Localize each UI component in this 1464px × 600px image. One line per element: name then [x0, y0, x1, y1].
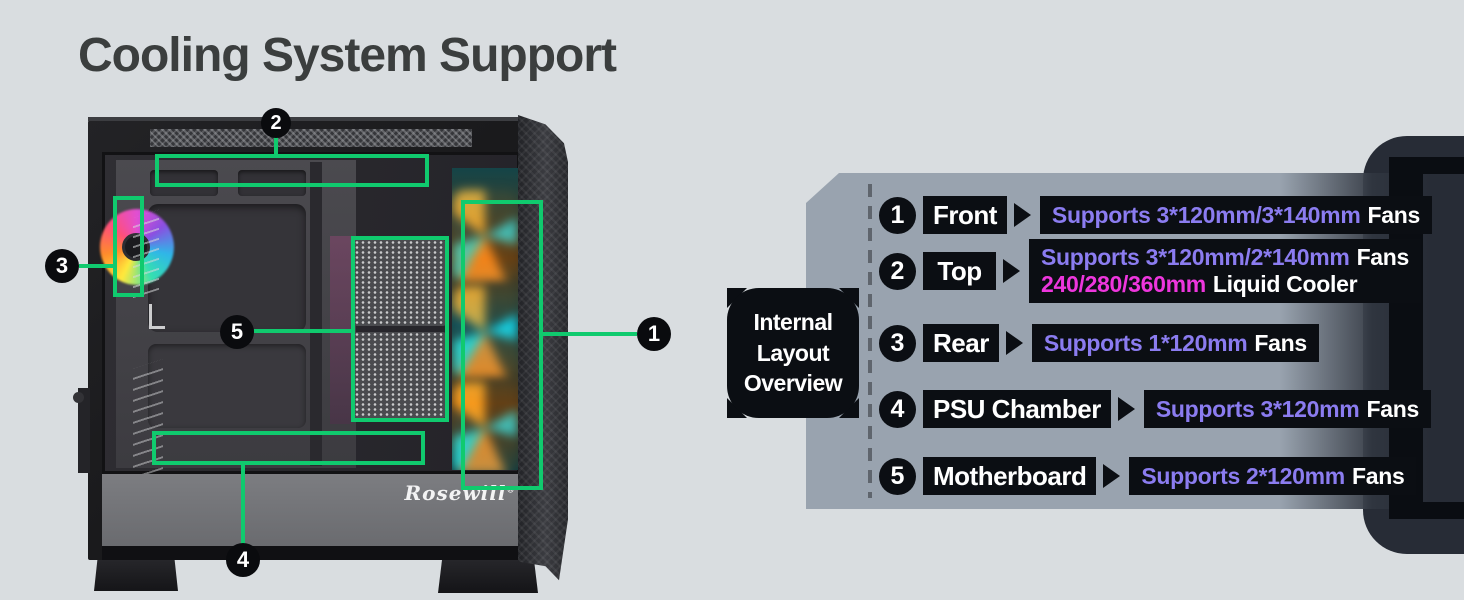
case-foot	[438, 560, 538, 593]
callout-line-front	[543, 332, 637, 336]
arrow-right-icon	[1103, 464, 1121, 488]
diagram-badge-4: 4	[226, 543, 260, 577]
arrow-right-icon	[1003, 259, 1020, 283]
internal-layout-overview-label: Internal Layout Overview	[727, 288, 859, 418]
fan-spec: Supports 3*120mm/2*140mm	[1041, 244, 1350, 270]
row-value: Supports 3*120mm/3*140mm Fans	[1039, 196, 1432, 234]
page-title: Cooling System Support	[78, 29, 617, 82]
diagram-badge-3: 3	[45, 249, 79, 283]
psu-chamber-vent	[354, 332, 446, 418]
fan-spec: Supports 3*120mm	[1155, 395, 1360, 422]
case-bottom-band	[102, 546, 520, 560]
fan-suffix: Fans	[1254, 329, 1307, 356]
label-line-2: Layout	[756, 339, 830, 366]
row-number-badge: 2	[879, 252, 916, 290]
diagram-badge-1: 1	[637, 317, 671, 351]
arrow-right-icon	[1117, 397, 1135, 421]
dashed-separator	[868, 184, 872, 498]
fan-spec: Supports 1*120mm	[1043, 329, 1248, 356]
row-value: Supports 3*120mm Fans	[1143, 390, 1431, 428]
brand-logo: Rosewill®	[395, 481, 525, 505]
thumb-screw	[73, 392, 84, 403]
row-label: Motherboard	[923, 457, 1097, 495]
row-number-badge: 4	[879, 390, 916, 428]
overview-row-rear: 3 Rear Supports 1*120mm Fans	[879, 324, 1319, 362]
psu-shroud	[102, 474, 520, 546]
callout-rect-top	[155, 154, 429, 187]
row-value: Supports 2*120mm Fans	[1129, 457, 1417, 495]
fan-spec: Supports 3*120mm/3*140mm	[1051, 201, 1361, 228]
overview-row-front: 1 Front Supports 3*120mm/3*140mm Fans	[879, 196, 1432, 234]
callout-line-motherboard	[254, 329, 351, 333]
overview-row-psu-chamber: 4 PSU Chamber Supports 3*120mm Fans	[879, 390, 1431, 428]
overview-row-motherboard: 5 Motherboard Supports 2*120mm Fans	[879, 457, 1417, 495]
row-label: Top	[923, 252, 996, 290]
case-foot	[94, 560, 178, 591]
label-line-3: Overview	[743, 370, 843, 397]
row-number-badge: 5	[879, 457, 916, 495]
row-label: Rear	[923, 324, 999, 362]
label-text: Internal Layout Overview	[727, 288, 859, 418]
fan-suffix: Fans	[1367, 201, 1420, 228]
value-line: 240/280/360mm Liquid Cooler	[1041, 271, 1358, 298]
arrow-right-icon	[1013, 203, 1031, 227]
case-top-edge	[88, 117, 520, 121]
side-panel-latch	[78, 388, 90, 473]
diagram-badge-5: 5	[220, 315, 254, 349]
value-line: Supports 3*120mm/2*140mm Fans	[1041, 244, 1409, 271]
arrow-right-icon	[1005, 331, 1023, 355]
fan-suffix: Fans	[1351, 462, 1405, 489]
fan-spec: Supports 2*120mm	[1141, 462, 1345, 489]
row-value: Supports 1*120mm Fans	[1031, 324, 1319, 362]
callout-rect-psu	[152, 431, 425, 465]
diagram-badge-2: 2	[261, 108, 291, 138]
callout-rect-motherboard	[351, 236, 449, 422]
callout-rect-rear	[113, 196, 144, 297]
io-bracket-mark	[149, 304, 165, 329]
row-value: Supports 3*120mm/2*140mm Fans 240/280/36…	[1029, 239, 1422, 303]
cooler-suffix: Liquid Cooler	[1212, 271, 1358, 297]
tray-divider	[310, 162, 322, 466]
tray-recess	[148, 344, 306, 428]
label-line-1: Internal	[753, 309, 833, 336]
row-label: PSU Chamber	[923, 390, 1111, 428]
row-number-badge: 1	[879, 196, 916, 234]
callout-rect-front	[461, 200, 543, 490]
cooler-spec: 240/280/360mm	[1041, 271, 1206, 297]
fan-suffix: Fans	[1356, 244, 1410, 270]
psu-chamber-vent	[354, 240, 446, 326]
top-vent-mesh	[150, 129, 472, 147]
callout-line-top	[274, 135, 278, 155]
callout-line-rear	[79, 264, 113, 268]
brand-logo-text: Rosewill	[404, 481, 507, 505]
row-number-badge: 3	[879, 324, 916, 362]
tray-recess	[148, 204, 306, 332]
fan-suffix: Fans	[1366, 395, 1419, 422]
row-label: Front	[923, 196, 1007, 234]
overview-row-top: 2 Top Supports 3*120mm/2*140mm Fans 240/…	[879, 239, 1422, 303]
callout-line-psu	[241, 464, 245, 544]
front-mesh-panel	[518, 115, 568, 581]
